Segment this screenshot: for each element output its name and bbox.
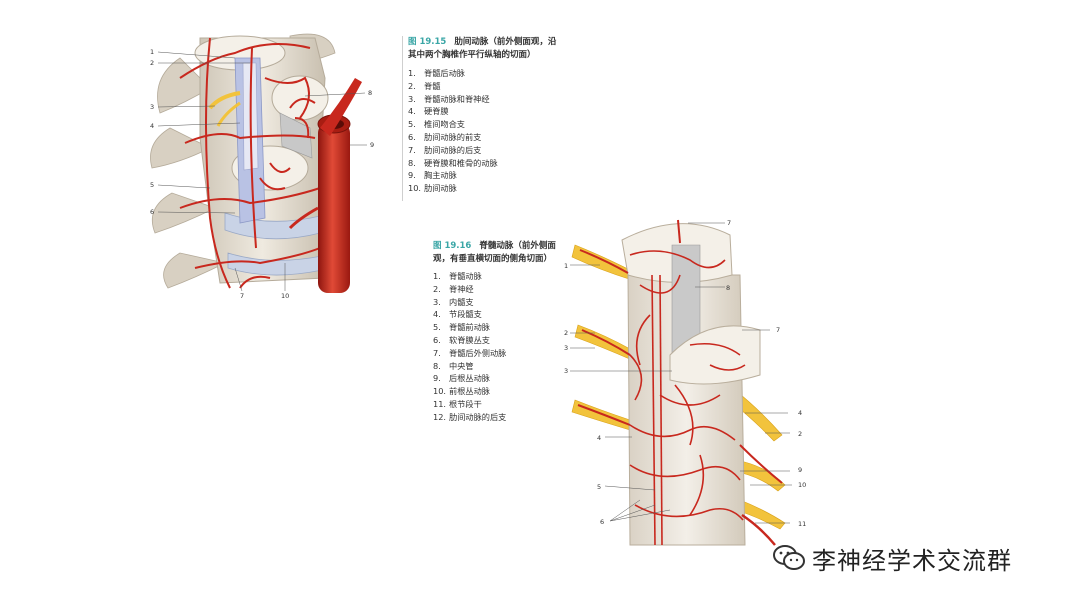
legend-item: 3.脊髓动脉和脊神经 — [408, 93, 490, 104]
callout-8: 8 — [726, 284, 731, 292]
legend-item: 5.脊髓前动脉 — [433, 322, 490, 333]
figure-19-16-caption: 图 19.16 脊髓动脉（前外侧面 观，有垂直横切面的侧角切面） — [433, 240, 556, 266]
legend-item: 10.前根丛动脉 — [433, 386, 490, 397]
legend-item: 8.中央管 — [433, 360, 474, 371]
caption-divider — [402, 36, 403, 201]
legend-item: 6.肋间动脉的前支 — [408, 131, 482, 142]
wechat-icon — [773, 545, 805, 570]
callout-3: 3 — [564, 367, 569, 375]
figure-19-15-caption: 图 19.15 肋间动脉（前外侧面观，沿 其中两个胸椎作平行纵轴的切面） — [408, 36, 556, 62]
figure-19-15-illustration — [150, 33, 367, 293]
callout-7: 7 — [727, 219, 732, 227]
callout-3: 3 — [150, 103, 155, 111]
legend-item: 2.脊神经 — [433, 283, 474, 294]
legend-item: 4.节段髓支 — [433, 309, 482, 320]
callout-3: 3 — [564, 344, 569, 352]
callout-9: 9 — [798, 466, 803, 474]
callout-5: 5 — [150, 181, 155, 189]
callout-5: 5 — [597, 483, 602, 491]
figure-19-16-number: 图 19.16 — [433, 241, 472, 251]
callout-7: 7 — [776, 326, 781, 334]
figure-19-16-title-2: 观，有垂直横切面的侧角切面） — [433, 254, 553, 264]
legend-item: 3.内髓支 — [433, 296, 474, 307]
callout-4: 4 — [597, 434, 602, 442]
figure-19-16-title-1: 脊髓动脉（前外侧面 — [479, 241, 556, 251]
callout-7: 7 — [240, 292, 245, 300]
callout-10: 10 — [798, 481, 807, 489]
legend-item: 6.软脊膜丛支 — [433, 334, 490, 345]
legend-item: 12.肋间动脉的后支 — [433, 411, 507, 422]
legend-item: 1.脊髓后动脉 — [408, 68, 465, 78]
legend-item: 9.后根丛动脉 — [433, 373, 490, 384]
callout-11: 11 — [798, 520, 807, 528]
figure-19-15-title-1: 肋间动脉（前外侧面观，沿 — [454, 37, 557, 47]
callout-6: 6 — [600, 518, 605, 526]
legend-item: 11.根节段干 — [433, 398, 482, 409]
legend-item: 1.脊髓动脉 — [433, 271, 482, 281]
callout-6: 6 — [150, 208, 155, 216]
figure-19-15-number: 图 19.15 — [408, 37, 447, 47]
callout-1: 1 — [564, 262, 569, 270]
legend-item: 5.椎间吻合支 — [408, 119, 465, 130]
callout-4: 4 — [798, 409, 803, 417]
legend-item: 4.硬脊膜 — [408, 106, 449, 117]
legend-item: 7.脊髓后外侧动脉 — [433, 347, 507, 358]
legend-item: 7.肋间动脉的后支 — [408, 144, 482, 155]
callout-2: 2 — [564, 329, 569, 337]
legend-item: 9.胸主动脉 — [408, 170, 457, 181]
legend-item: 8.硬脊膜和椎骨的动脉 — [408, 157, 498, 168]
watermark: 李神经学术交流群 — [772, 540, 1062, 576]
figure-19-15-legend: 1.脊髓后动脉 2.脊髓 3.脊髓动脉和脊神经 4.硬脊膜 5.椎间吻合支 6.… — [408, 67, 498, 195]
callout-9: 9 — [370, 141, 375, 149]
watermark-text: 李神经学术交流群 — [812, 546, 1012, 575]
figure-19-16-legend: 1.脊髓动脉 2.脊神经 3.内髓支 4.节段髓支 5.脊髓前动脉 6.软脊膜丛… — [433, 270, 506, 424]
legend-item: 10.肋间动脉 — [408, 183, 457, 194]
callout-2: 2 — [798, 430, 803, 438]
callout-10: 10 — [281, 292, 290, 300]
figure-19-15-title-2: 其中两个胸椎作平行纵轴的切面） — [408, 50, 536, 60]
callout-2: 2 — [150, 59, 155, 67]
figure-19-16-illustration — [570, 219, 792, 546]
legend-item: 2.脊髓 — [408, 80, 441, 91]
callout-1: 1 — [150, 48, 155, 56]
callout-8: 8 — [368, 89, 373, 97]
callout-4: 4 — [150, 122, 155, 130]
